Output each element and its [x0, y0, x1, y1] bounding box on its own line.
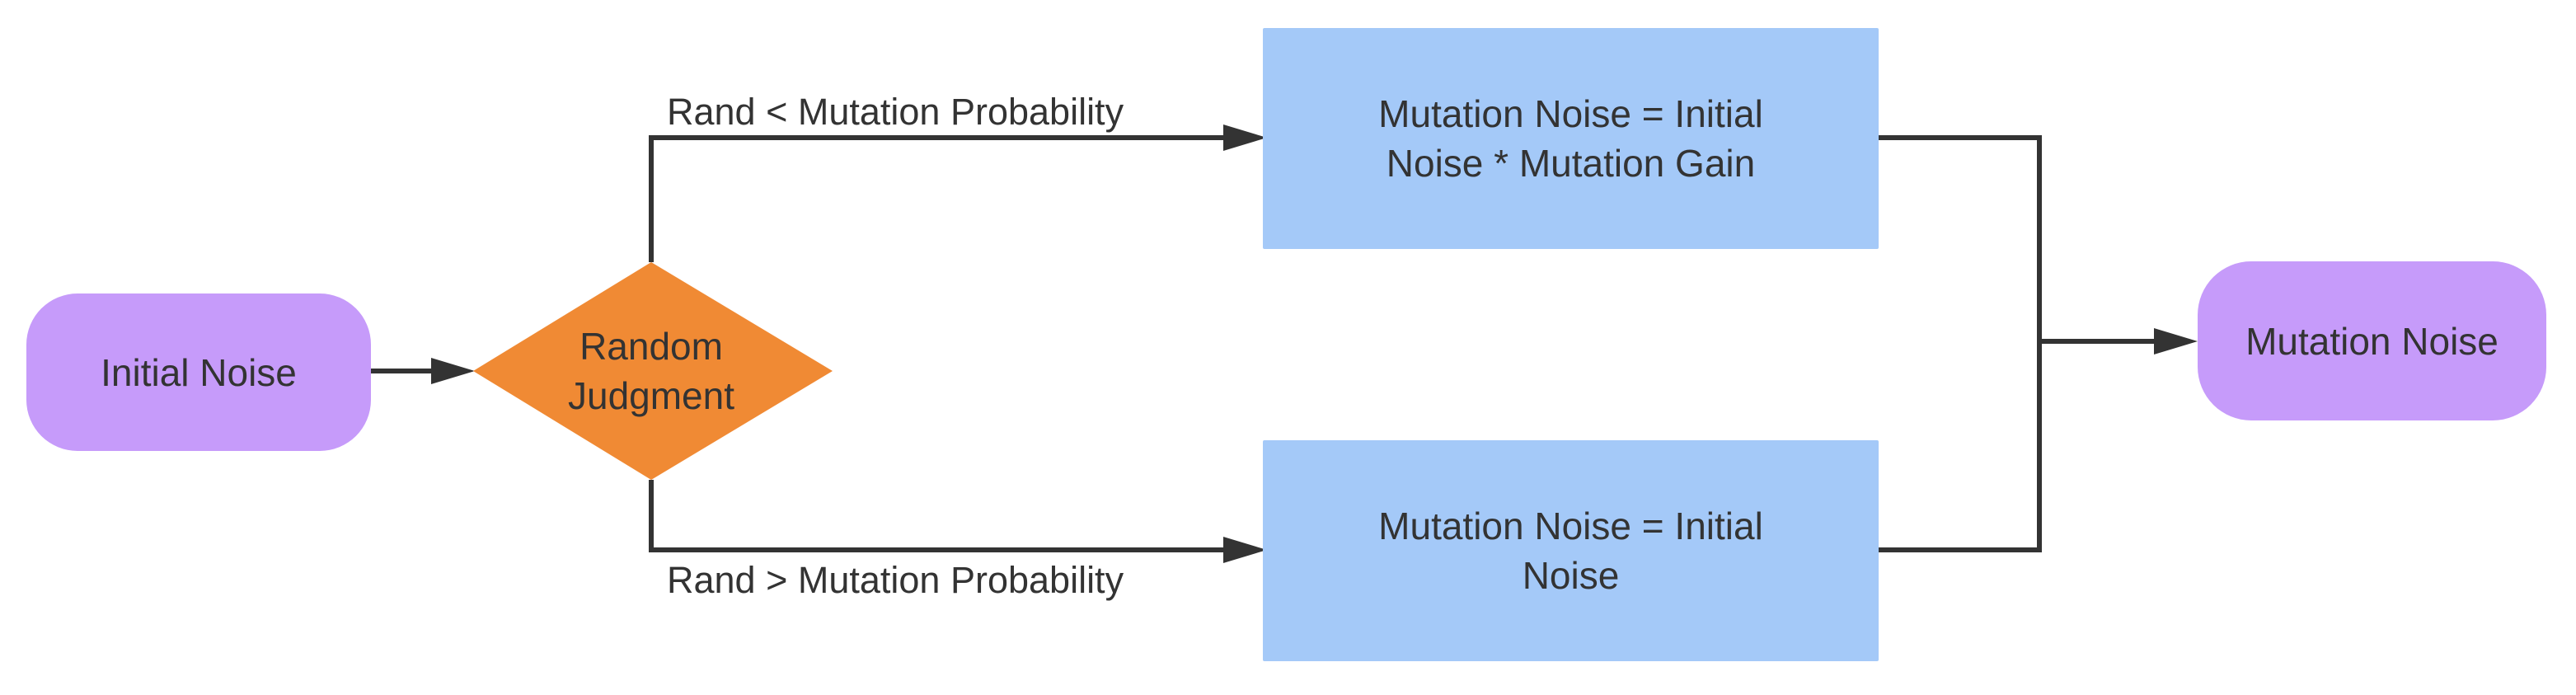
- edge-lower-branch: [649, 480, 1228, 552]
- lower-branch-label: Rand > Mutation Probability: [667, 559, 1124, 601]
- arrowhead-to-judgment: [431, 358, 475, 384]
- edge-merge-lower: [1879, 341, 2042, 552]
- edge-merge-upper: [1879, 135, 2042, 341]
- edge-upper-branch: [649, 135, 1228, 262]
- random-judgment-node: [473, 262, 833, 480]
- upper-branch-label: Rand < Mutation Probability: [667, 91, 1124, 133]
- arrowhead-to-gain-process: [1223, 124, 1267, 151]
- identity-process-label: Mutation Noise = Initial Noise: [1378, 505, 1763, 597]
- gain-process-label: Mutation Noise = Initial Noise * Mutatio…: [1378, 92, 1763, 185]
- initial-noise-label: Initial Noise: [101, 350, 297, 394]
- arrowhead-to-mutation-noise: [2154, 328, 2198, 355]
- edges: [371, 124, 2198, 563]
- mutation-noise-node: [2198, 261, 2546, 420]
- initial-noise-node: [26, 293, 371, 451]
- arrowhead-to-identity-process: [1223, 537, 1267, 563]
- random-judgment-label: Random Judgment: [567, 325, 734, 417]
- mutation-noise-label: Mutation Noise: [2245, 319, 2499, 363]
- gain-process-node: [1263, 28, 1879, 249]
- identity-process-node: [1263, 440, 1879, 661]
